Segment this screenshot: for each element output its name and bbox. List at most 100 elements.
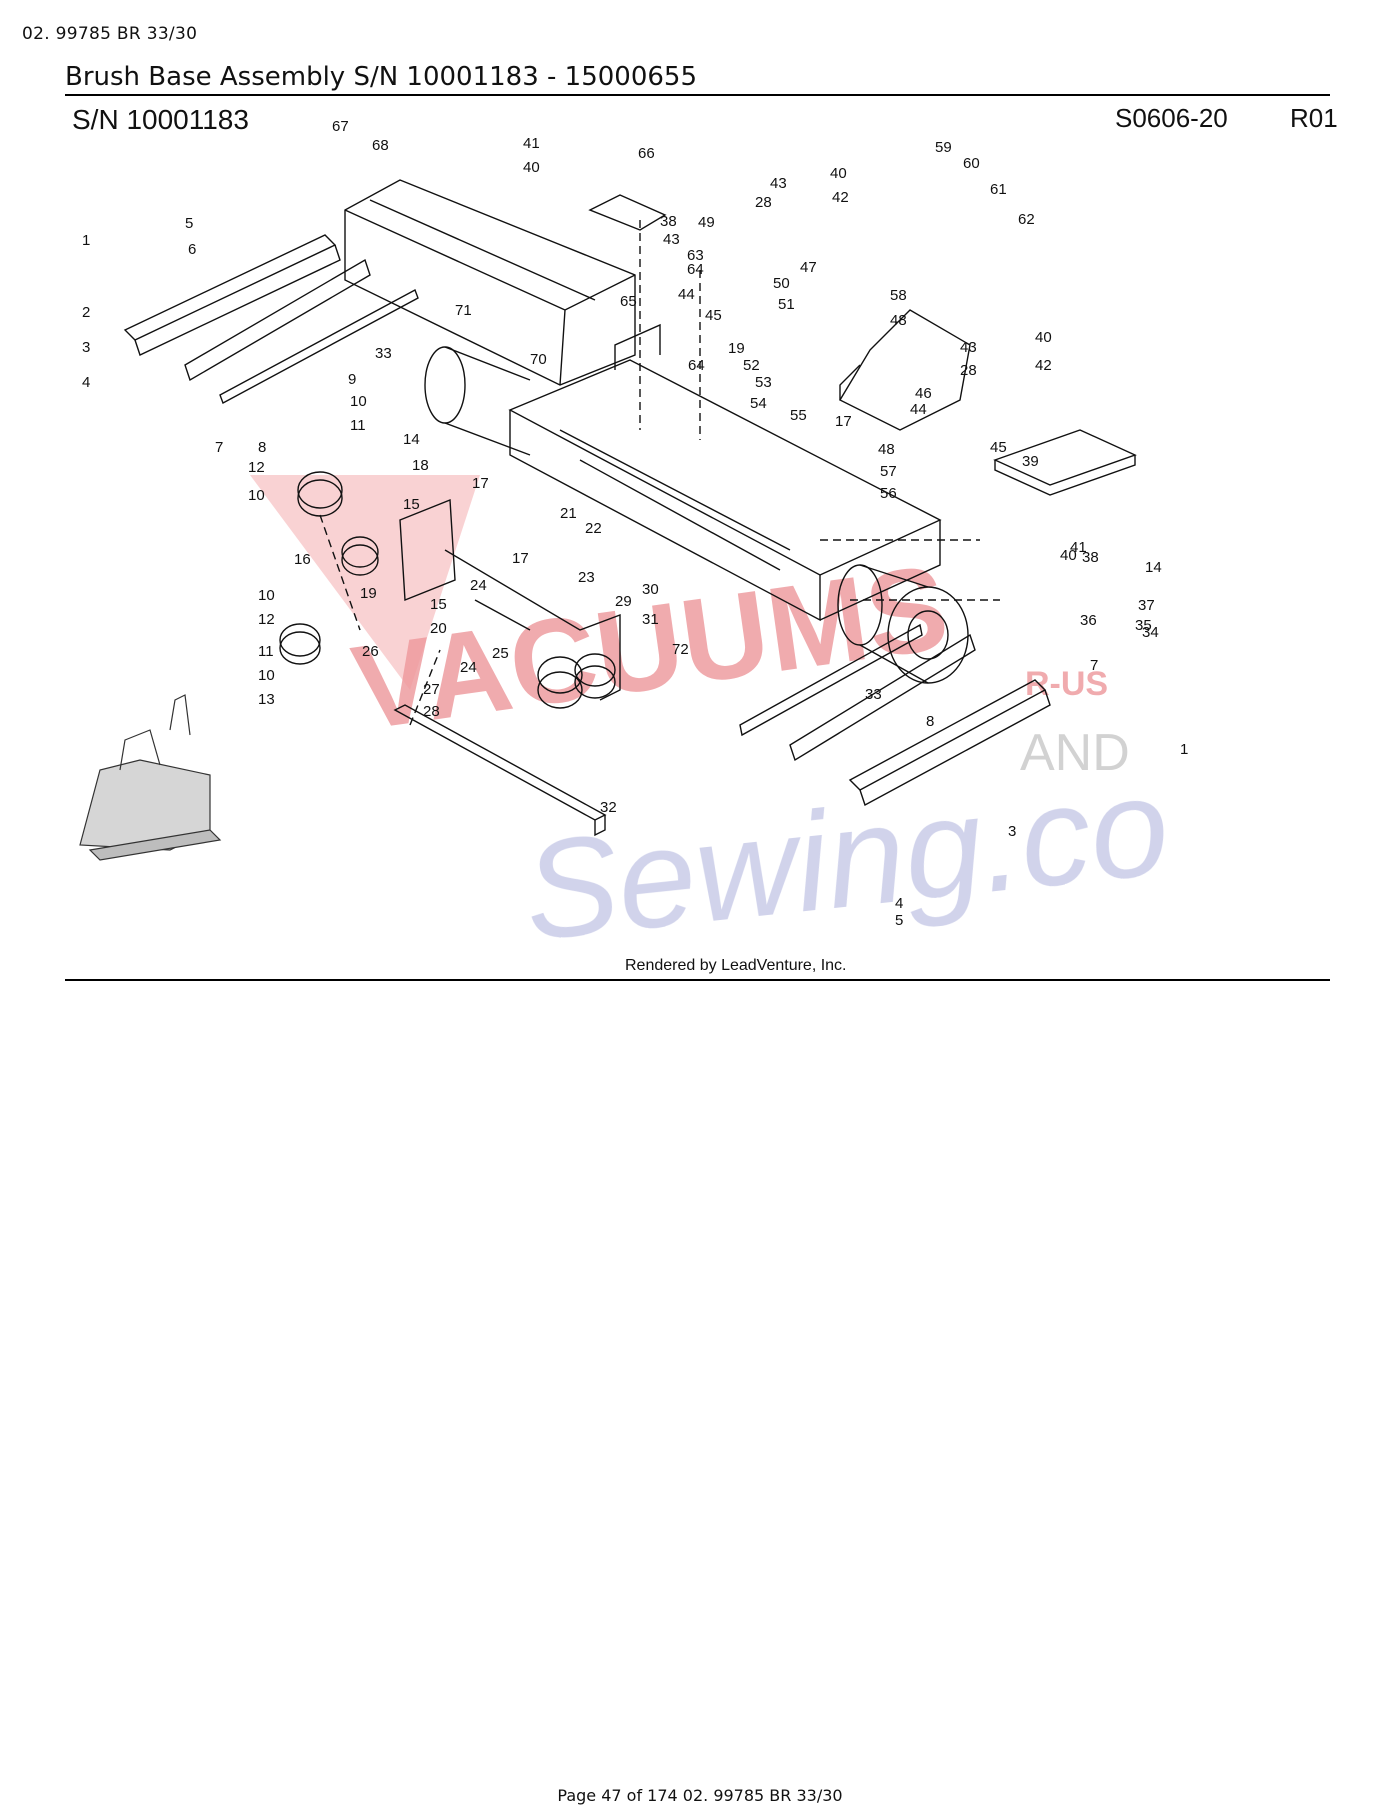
callout-label: 54 <box>750 395 767 412</box>
callout-label: 42 <box>1035 357 1052 374</box>
callout-label: 47 <box>800 259 817 276</box>
callout-label: 9 <box>348 371 356 388</box>
callout-label: 36 <box>1080 612 1097 629</box>
callout-label: 26 <box>362 643 379 660</box>
part-70-brush-housing <box>508 323 942 622</box>
serial-number-label: S/N 10001183 <box>72 104 249 135</box>
callout-label: 5 <box>895 912 903 929</box>
callout-label: 48 <box>890 312 907 329</box>
callout-label: 31 <box>642 611 659 628</box>
watermark: VACUUMS R-US AND Sewing.co <box>250 475 1176 970</box>
callout-label: 43 <box>663 231 680 248</box>
callout-label: 58 <box>890 287 907 304</box>
callout-label: 6 <box>188 241 196 258</box>
callout-label: 8 <box>258 439 266 456</box>
callout-label: 49 <box>698 214 715 231</box>
part-66-plate <box>588 194 667 231</box>
callout-label: 63 <box>687 247 704 264</box>
callout-label: 53 <box>755 374 772 391</box>
callout-label: 50 <box>773 275 790 292</box>
callout-label: 62 <box>1018 211 1035 228</box>
callout-label: 32 <box>600 799 617 816</box>
part-47-pivot-bracket <box>839 309 971 431</box>
exploded-parts-diagram: VACUUMS R-US AND Sewing.co <box>60 118 1340 975</box>
part-8-strip <box>219 289 419 404</box>
callout-label: 55 <box>790 407 807 424</box>
callout-label: 28 <box>960 362 977 379</box>
part-7-strip <box>184 258 371 382</box>
callout-label: 30 <box>642 581 659 598</box>
callout-label: 10 <box>258 587 275 604</box>
callout-label: 19 <box>728 340 745 357</box>
callout-label: 45 <box>990 439 1007 456</box>
callout-label: 1 <box>82 232 90 249</box>
callout-label: 34 <box>1142 624 1159 641</box>
callout-label: 10 <box>350 393 367 410</box>
callout-label: 12 <box>258 611 275 628</box>
callout-label: 24 <box>470 577 487 594</box>
callout-label: 5 <box>185 215 193 232</box>
callout-label: 71 <box>455 302 472 319</box>
callout-label: 7 <box>215 439 223 456</box>
callout-label: 10 <box>258 667 275 684</box>
callout-label: 57 <box>880 463 897 480</box>
callout-label: 46 <box>915 385 932 402</box>
callout-label: 3 <box>1008 823 1016 840</box>
center-frame <box>399 498 621 701</box>
callout-label: 68 <box>372 137 389 154</box>
callout-label: 4 <box>82 374 90 391</box>
callout-label: 48 <box>878 441 895 458</box>
callout-label: 19 <box>360 585 377 602</box>
pulley-group-left <box>279 471 379 665</box>
callout-label: 40 <box>1060 547 1077 564</box>
callout-label: 43 <box>770 175 787 192</box>
watermark-line3: AND <box>1020 724 1130 782</box>
callout-label: 41 <box>1070 539 1087 556</box>
callout-label: 24 <box>460 659 477 676</box>
callout-label: 44 <box>678 286 695 303</box>
page-title: Brush Base Assembly S/N 10001183 - 15000… <box>65 62 698 92</box>
callout-label: 60 <box>963 155 980 172</box>
callout-label: 28 <box>755 194 772 211</box>
callout-label: 41 <box>523 135 540 152</box>
callout-label: 66 <box>638 145 655 162</box>
callout-label: 14 <box>1145 559 1162 576</box>
callout-label: 17 <box>512 550 529 567</box>
revision-label: R01 <box>1290 103 1338 133</box>
callout-label: 70 <box>530 351 547 368</box>
rendered-by-credit: Rendered by LeadVenture, Inc. <box>625 957 847 974</box>
callout-label: 15 <box>403 496 420 513</box>
document-reference: 02. 99785 BR 33/30 <box>22 24 198 44</box>
watermark-line4: Sewing.co <box>517 746 1176 970</box>
callout-label: 42 <box>832 189 849 206</box>
callout-label: 10 <box>248 487 265 504</box>
callout-label: 25 <box>492 645 509 662</box>
part-7-right-strip <box>789 633 976 762</box>
callout-label: 17 <box>472 475 489 492</box>
part-39-cover <box>993 429 1137 496</box>
part-8-right-strip <box>739 623 923 737</box>
pulley-group-center <box>537 653 616 709</box>
callout-label: 17 <box>835 413 852 430</box>
callout-label: 40 <box>830 165 847 182</box>
callout-label: 16 <box>294 551 311 568</box>
callout-label: 7 <box>1090 657 1098 674</box>
page-footer: Page 47 of 174 02. 99785 BR 33/30 <box>557 1786 843 1805</box>
callout-label: 13 <box>258 691 275 708</box>
callout-label: 38 <box>660 213 677 230</box>
callout-label: 40 <box>523 159 540 176</box>
callout-label: 28 <box>423 703 440 720</box>
title-divider <box>65 94 1330 96</box>
callout-label: 64 <box>687 261 704 278</box>
callout-label: 15 <box>430 596 447 613</box>
callout-label: 38 <box>1082 549 1099 566</box>
callout-label: 23 <box>578 569 595 586</box>
callout-label: 52 <box>743 357 760 374</box>
machine-thumbnail <box>79 694 222 861</box>
callout-label: 1 <box>1180 741 1188 758</box>
callout-label: 65 <box>620 293 637 310</box>
callout-label: 64 <box>688 357 705 374</box>
callout-label: 2 <box>82 304 90 321</box>
callout-label: 33 <box>375 345 392 362</box>
callout-label: 39 <box>1022 453 1039 470</box>
